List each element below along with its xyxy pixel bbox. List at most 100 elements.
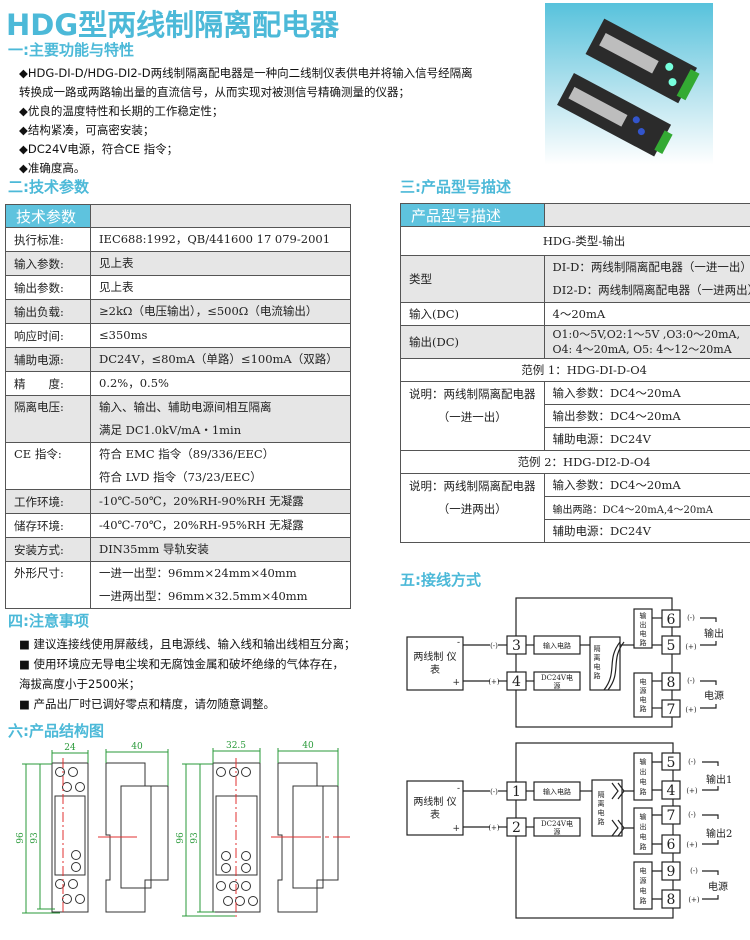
- note-item: ■ 使用环境应无导电尘埃和无腐蚀金属和破坏绝缘的气体存在，: [19, 657, 345, 671]
- output1-circuit-label: 路: [640, 787, 647, 796]
- terminal-number: 2: [512, 820, 521, 836]
- iso-label: 离: [598, 799, 605, 808]
- feature-item: ◆结构紧凑，可高密安装；: [19, 123, 155, 137]
- iso-label: 隔: [594, 644, 601, 653]
- note-item: 海拔高度小于2500米；: [19, 677, 141, 691]
- output-item: O1:0～5V,O2:1～5V ,O3:0～20mA,: [552, 328, 740, 341]
- dimension-height-inner: 93: [190, 832, 200, 844]
- output2-circuit-label: 输: [640, 812, 647, 821]
- note-item: ■ 建议连接线使用屏蔽线，且电源线、输入线和输出线相互分离；: [19, 637, 356, 651]
- spec-row: 辅助电源: DC24V，≤80mA（单路）≤100mA（双路）: [5, 347, 351, 372]
- terminal-polarity: (-): [688, 811, 696, 819]
- example2-item: 辅助电源：DC24V: [543, 519, 750, 543]
- input-circuit-label: 输入电路: [543, 787, 571, 796]
- output2-circuit-label: 电: [640, 832, 647, 841]
- power-circuit-label: 源: [554, 681, 561, 690]
- feature-item: ◆DC24V电源，符合CE 指令；: [19, 142, 179, 156]
- terminal-number: 4: [512, 674, 521, 690]
- spec-value: -10℃-50℃，20%RH-90%RH 无凝露: [99, 494, 304, 508]
- terminal-polarity: (+): [685, 643, 697, 651]
- terminal-polarity: (-): [490, 642, 498, 650]
- spec-value: ≤350ms: [99, 328, 148, 342]
- spec-value: 满足 DC1.0kV/mA・1min: [99, 423, 242, 437]
- section-heading-specs: 二:技术参数: [8, 178, 89, 196]
- spec-key: 外形尺寸:: [5, 561, 91, 609]
- example1-item: 辅助电源：DC24V: [543, 427, 750, 451]
- input-circuit-label: 输入电路: [543, 641, 571, 650]
- section-heading-notes: 四:注意事项: [8, 612, 89, 630]
- spec-row: CE 指令:符合 EMC 指令（89/336/EEC）符合 LVD 指令（73/…: [5, 442, 351, 490]
- terminal-number: 7: [667, 702, 676, 718]
- spec-value: 见上表: [99, 256, 134, 270]
- spec-value: 一进一出型：96mm×24mm×40mm: [99, 566, 297, 580]
- terminal-polarity: (+): [688, 896, 700, 904]
- power-supply-circuit-label: 源: [640, 876, 647, 885]
- section-heading-models: 三:产品型号描述: [400, 178, 511, 196]
- terminal-number: 5: [667, 638, 676, 654]
- iso-label: 离: [594, 653, 601, 662]
- output-circuit-label: 输: [640, 611, 647, 620]
- example1-desc: （一进一出）: [437, 410, 507, 424]
- side-view-dual: [271, 762, 350, 913]
- example1-item: 输入参数：DC4～20mA: [543, 381, 750, 405]
- side-view-single: [98, 762, 169, 913]
- power-supply-circuit-label: 电: [640, 677, 647, 686]
- terminal-polarity: (-): [687, 677, 695, 685]
- spec-value: IEC688:1992，QB/441600 17 079-2001: [99, 232, 331, 246]
- terminal-polarity: (+): [488, 678, 500, 686]
- dimension-height-outer: 96: [16, 832, 26, 844]
- terminal-polarity: (+): [488, 824, 500, 832]
- output2-circuit-label: 路: [640, 842, 647, 851]
- page-title: HDG型两线制隔离配电器: [6, 8, 340, 42]
- spec-value: DC24V，≤80mA（单路）≤100mA（双路）: [99, 352, 338, 366]
- dimension-height-outer: 96: [176, 832, 186, 844]
- feature-item: ◆HDG-DI-D/HDG-DI2-D两线制隔离配电器是一种向二线制仪表供电并将…: [19, 66, 473, 80]
- spec-value: 输入、输出、辅助电源间相互隔离: [99, 400, 272, 414]
- output-label: 输出(DC): [400, 325, 545, 359]
- dimension-width-single: 24: [64, 743, 76, 753]
- output-circuit-label: 路: [640, 638, 647, 647]
- features-list: ◆HDG-DI-D/HDG-DI2-D两线制隔离配电器是一种向二线制仪表供电并将…: [19, 64, 473, 178]
- dimension-depth: 40: [302, 741, 314, 751]
- product-photo: [545, 3, 713, 165]
- spec-row: 输出负载:≥2kΩ（电压输出），≤500Ω（电流输出）: [5, 299, 351, 324]
- section-heading-structure: 六:产品结构图: [8, 722, 104, 740]
- model-table-title: 产品型号描述: [400, 203, 545, 227]
- example2-item: 输出两路：DC4～20mA,4～20mA: [543, 496, 750, 520]
- plus-sign: +: [452, 824, 460, 834]
- spec-value: DIN35mm 导轨安装: [99, 542, 209, 556]
- power-circuit-label: DC24V电: [541, 673, 573, 682]
- structure-drawings: 24 40 32.5 40 96 93 96 93: [16, 741, 350, 917]
- spec-value: -40℃-70℃，20%RH-95%RH 无凝露: [99, 518, 304, 532]
- spec-key: 执行标准:: [5, 227, 91, 252]
- type-label: 类型: [400, 255, 545, 303]
- power-label: 电源: [708, 880, 728, 893]
- spec-key: 辅助电源:: [5, 347, 91, 372]
- spec-row: 安装方式:DIN35mm 导轨安装: [5, 537, 351, 562]
- terminal-number: 1: [512, 784, 521, 800]
- spec-value: ≥2kΩ（电压输出），≤500Ω（电流输出）: [99, 304, 318, 318]
- instrument-label: 两线制 仪: [413, 650, 456, 663]
- spec-key: 精 度:: [5, 371, 91, 396]
- output-item: O4: 4～20mA, O5: 4～12～20mA: [552, 343, 732, 356]
- example2-item: 输入参数：DC4～20mA: [543, 473, 750, 497]
- spec-key: 输入参数:: [5, 251, 91, 276]
- spec-row: 隔离电压: 输入、输出、辅助电源间相互隔离满足 DC1.0kV/mA・1min: [5, 395, 351, 443]
- terminal-number: 8: [667, 675, 676, 691]
- example2-desc: 说明：两线制隔离配电器: [409, 479, 536, 493]
- terminal-number: 9: [667, 864, 676, 880]
- plus-sign: +: [452, 678, 460, 688]
- output1-circuit-label: 输: [640, 757, 647, 766]
- spec-key: CE 指令:: [5, 442, 91, 490]
- spec-row: 输入参数: 见上表: [5, 251, 351, 276]
- instrument-label: 表: [430, 663, 440, 676]
- terminal-polarity: (-): [490, 788, 498, 796]
- spec-row: 执行标准: IEC688:1992，QB/441600 17 079-2001: [5, 227, 351, 252]
- terminal-polarity: (+): [686, 841, 698, 849]
- spec-key: 隔离电压:: [5, 395, 91, 443]
- dimension-depth: 40: [131, 742, 143, 752]
- example1-desc: 说明：两线制隔离配电器: [409, 387, 536, 401]
- spec-table-title: 技术参数: [5, 204, 91, 228]
- minus-sign: -: [457, 638, 460, 648]
